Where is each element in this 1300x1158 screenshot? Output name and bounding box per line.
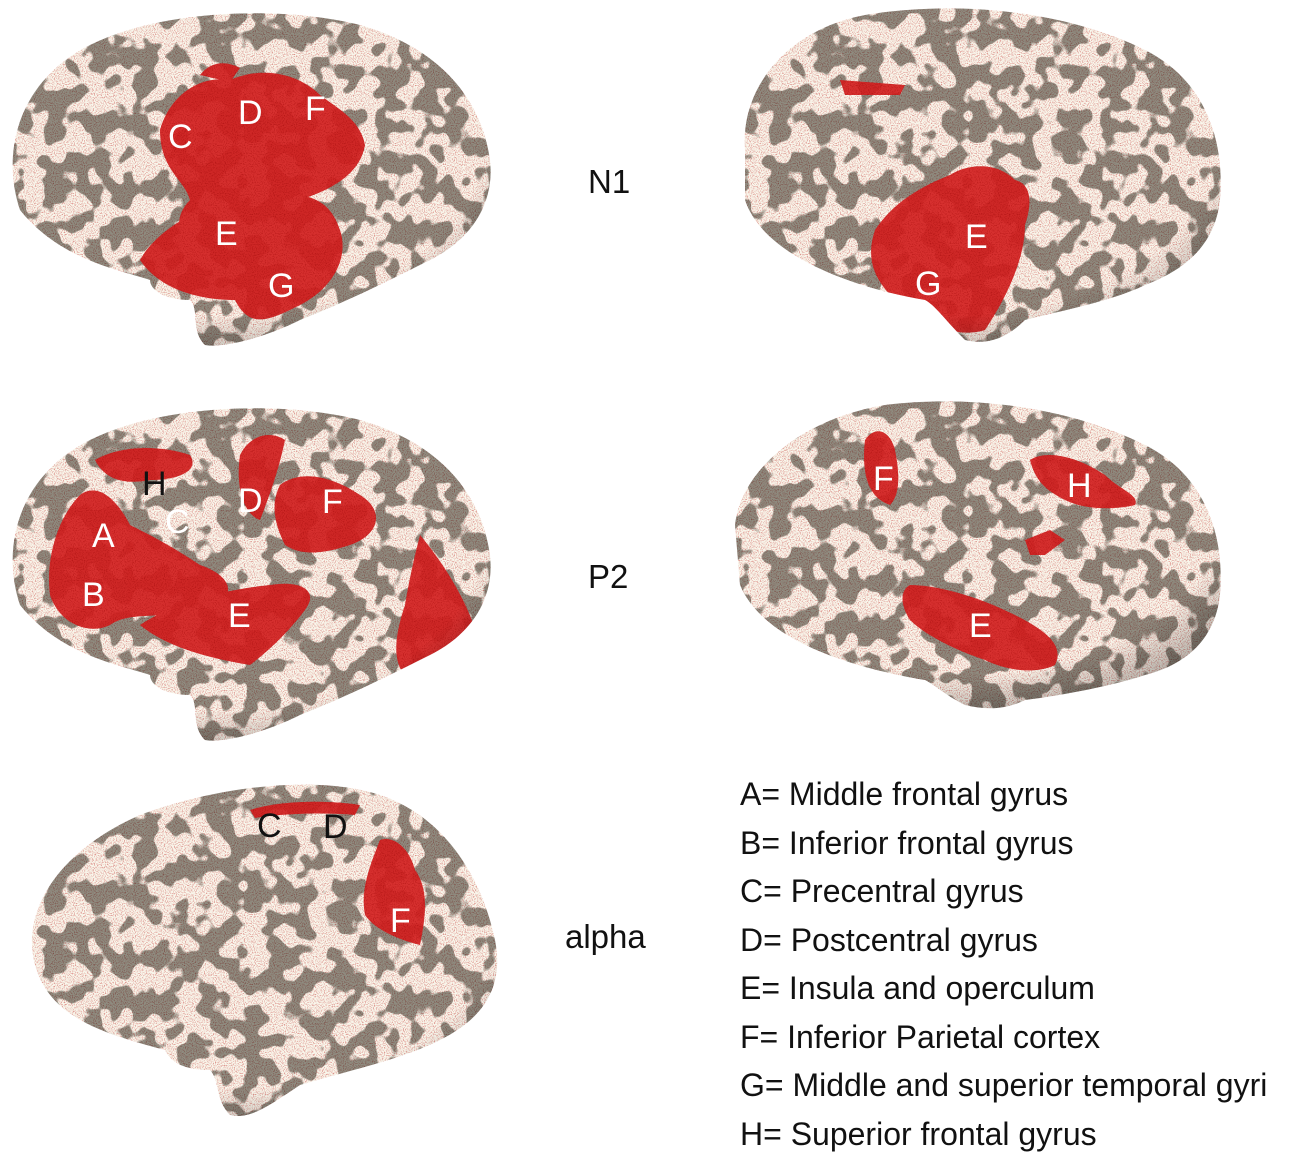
n1-left-label-d: D	[238, 94, 263, 132]
legend-item-a: A= Middle frontal gyrus	[740, 770, 1267, 819]
p2-right-label-e: E	[969, 607, 992, 645]
n1-left-label-e: E	[215, 215, 238, 253]
n1-right-label-g: G	[915, 265, 941, 303]
p2-right-label-h: H	[1067, 467, 1092, 505]
brain-p2-left: H A C D F B E	[0, 395, 500, 755]
p2-left-label-c: C	[165, 503, 190, 541]
row-label-alpha: alpha	[565, 918, 646, 956]
p2-left-label-e: E	[228, 597, 251, 635]
legend-item-d: D= Postcentral gyrus	[740, 916, 1267, 965]
legend: A= Middle frontal gyrus B= Inferior fron…	[740, 770, 1267, 1158]
legend-item-f: F= Inferior Parietal cortex	[740, 1013, 1267, 1062]
legend-item-h: H= Superior frontal gyrus	[740, 1110, 1267, 1158]
legend-item-g: G= Middle and superior temporal gyri	[740, 1061, 1267, 1110]
n1-left-label-f: F	[305, 90, 326, 128]
legend-item-c: C= Precentral gyrus	[740, 867, 1267, 916]
legend-item-e: E= Insula and operculum	[740, 964, 1267, 1013]
p2-left-label-h: H	[142, 465, 167, 503]
legend-item-b: B= Inferior frontal gyrus	[740, 819, 1267, 868]
p2-right-label-f: F	[873, 460, 894, 498]
brain-p2-right: F H E	[725, 395, 1235, 715]
alpha-left-label-c: C	[257, 807, 282, 845]
row-label-n1: N1	[588, 163, 630, 201]
n1-left-label-c: C	[168, 118, 193, 156]
p2-left-label-d: D	[238, 482, 263, 520]
p2-left-label-b: B	[82, 576, 105, 614]
alpha-left-label-d: D	[323, 808, 348, 846]
n1-right-label-e: E	[965, 218, 988, 256]
brain-n1-left: C D F E G	[0, 0, 500, 360]
n1-left-label-g: G	[268, 267, 294, 305]
row-label-p2: P2	[588, 558, 628, 596]
p2-left-label-f: F	[322, 483, 343, 521]
alpha-left-label-f: F	[390, 902, 411, 940]
p2-left-label-a: A	[92, 517, 115, 555]
brain-n1-right: E G	[725, 0, 1235, 360]
brain-alpha-left: C D F	[0, 770, 520, 1135]
